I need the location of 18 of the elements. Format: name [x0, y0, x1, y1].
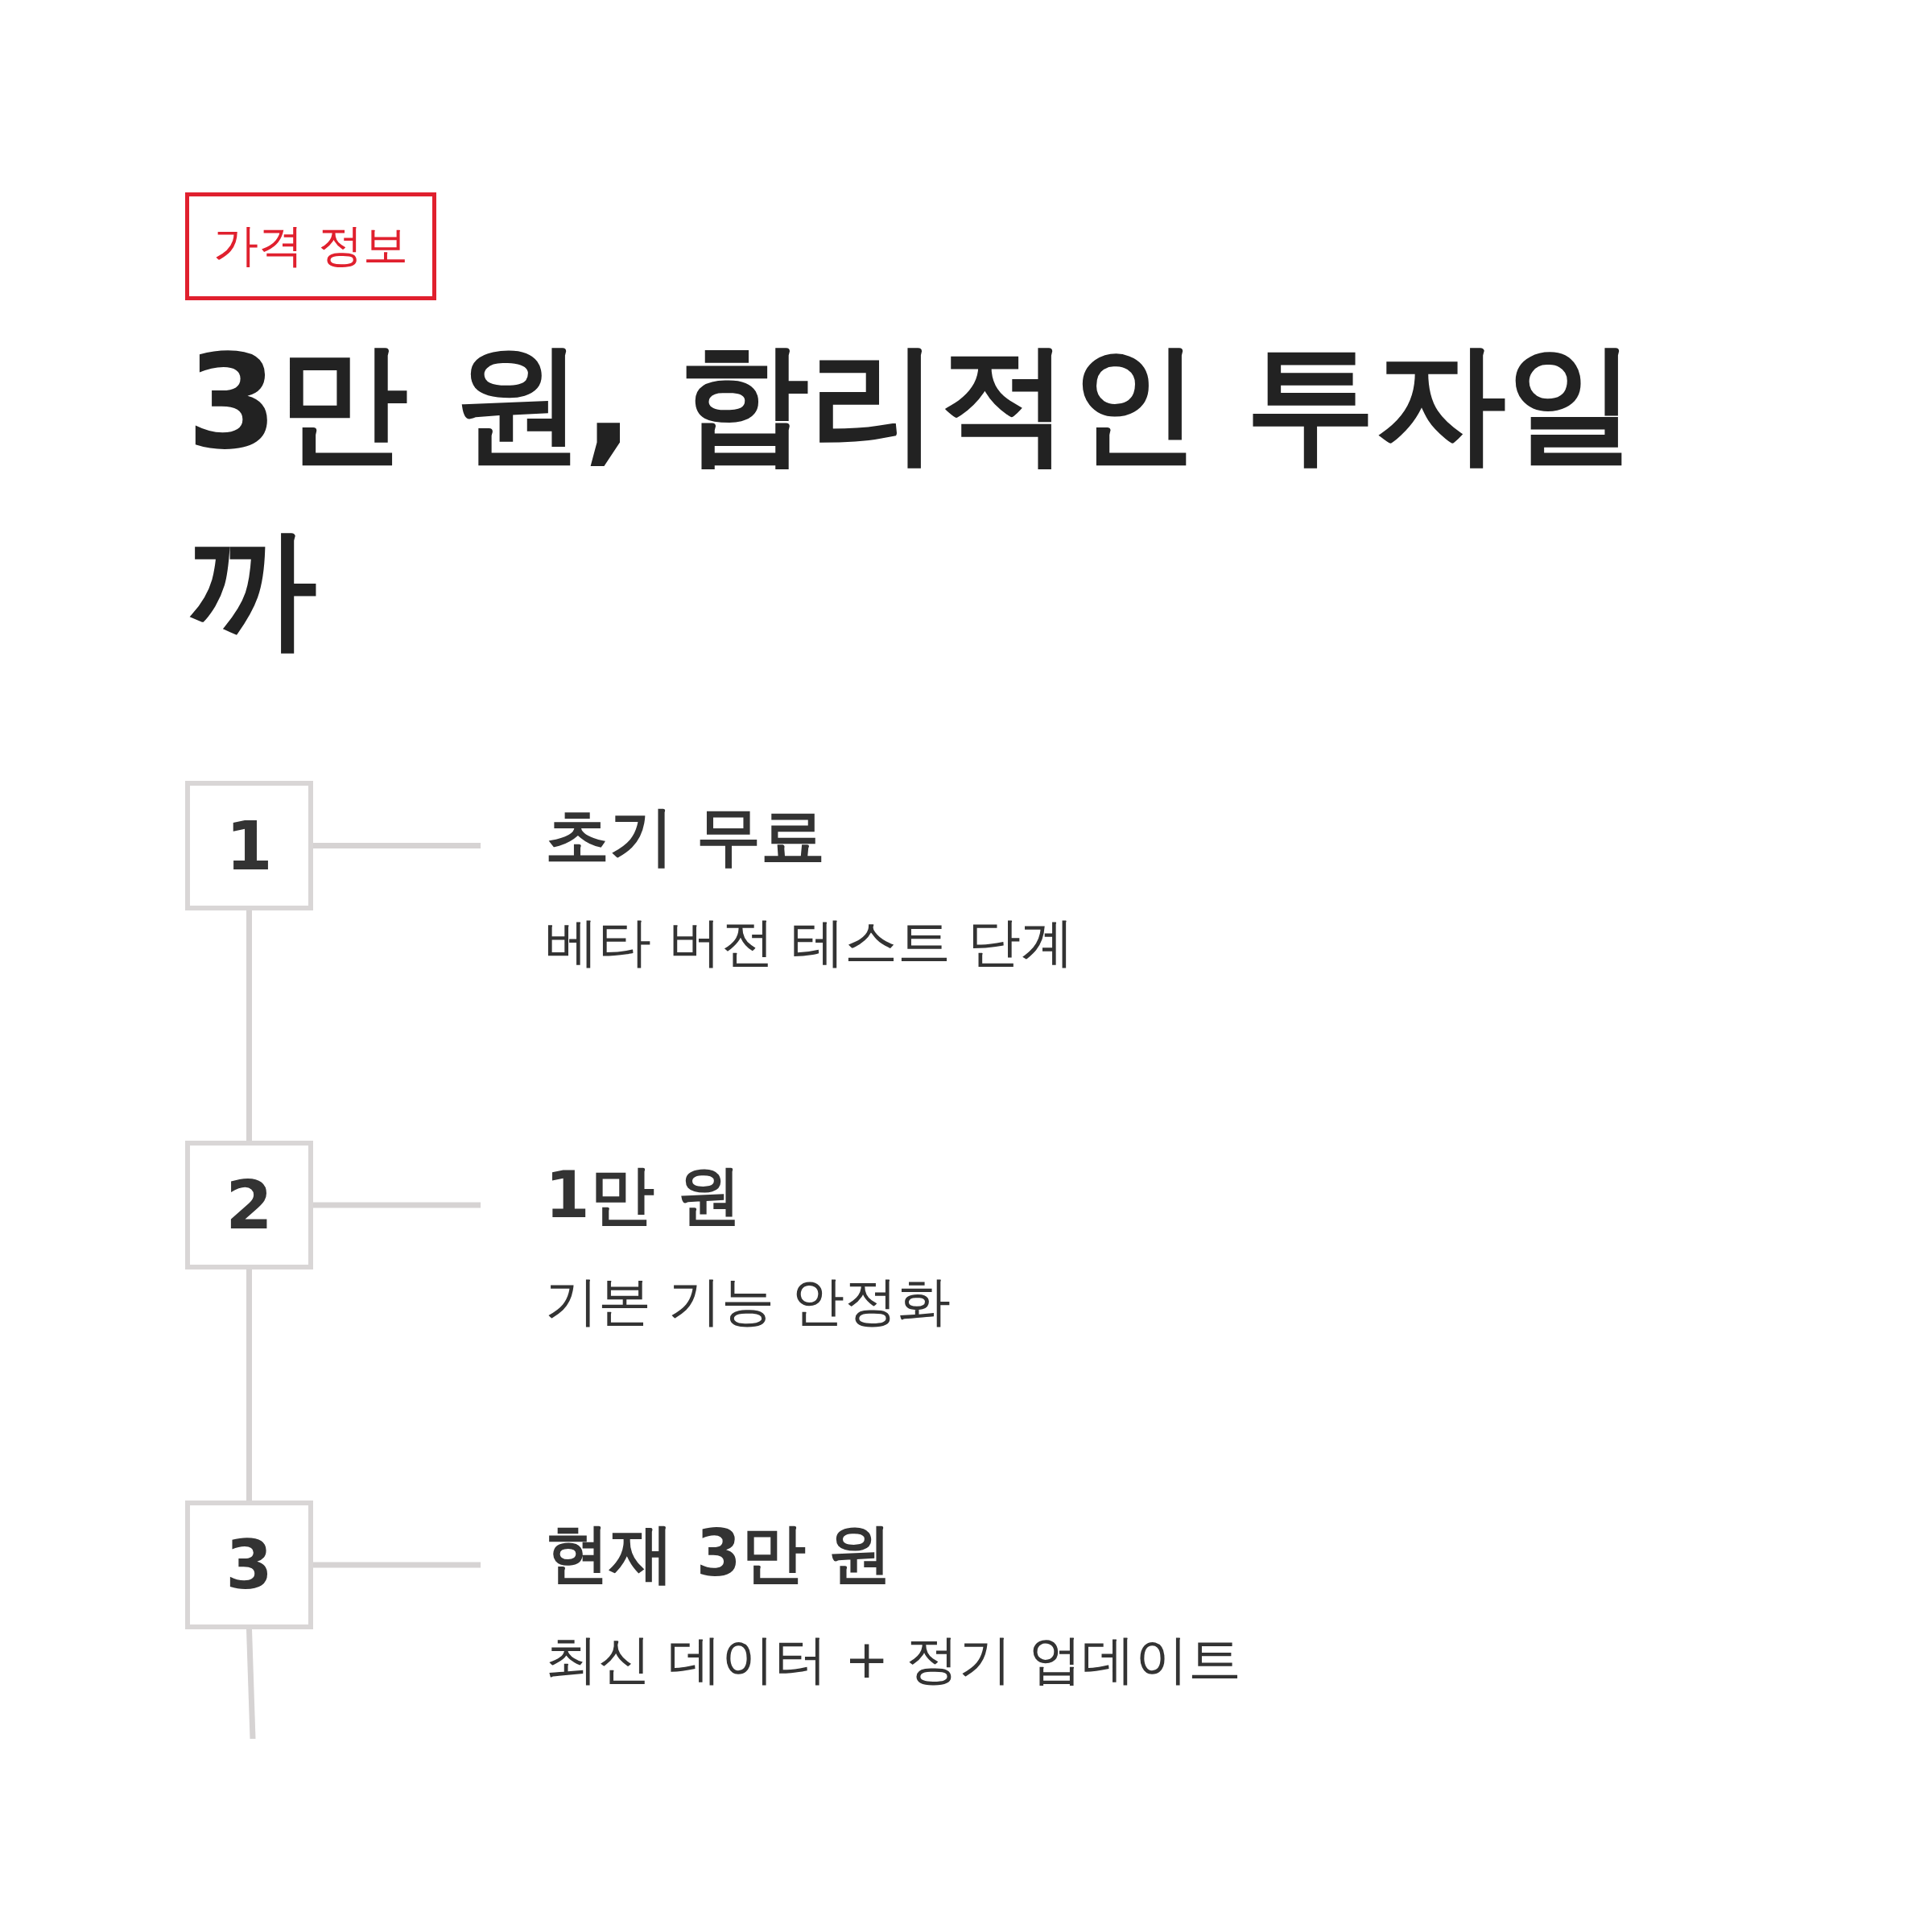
step-heading: 1만 원	[545, 1160, 741, 1231]
tag-label: 가격 정보	[213, 218, 408, 273]
step-number-box	[185, 1141, 313, 1269]
step-description: 베타 버전 테스트 단계	[545, 914, 1074, 972]
step-number-box	[185, 1501, 313, 1629]
step-heading: 초기 무료	[545, 801, 825, 872]
step-description: 기본 기능 안정화	[545, 1273, 951, 1331]
step-number: 1	[225, 806, 273, 886]
connector-line	[246, 910, 252, 1141]
connector-line	[246, 1629, 256, 1740]
step-number: 3	[225, 1525, 273, 1604]
step-description: 최신 데이터 + 정기 업데이트	[545, 1631, 1242, 1690]
tag-box	[185, 192, 436, 300]
step-heading: 현재 3만 원	[545, 1518, 893, 1589]
page-title: 3만 원, 합리적인 투자일까	[187, 326, 1638, 665]
step-number-box	[185, 781, 313, 910]
connector-line	[246, 1269, 252, 1501]
step-number: 2	[225, 1166, 273, 1245]
